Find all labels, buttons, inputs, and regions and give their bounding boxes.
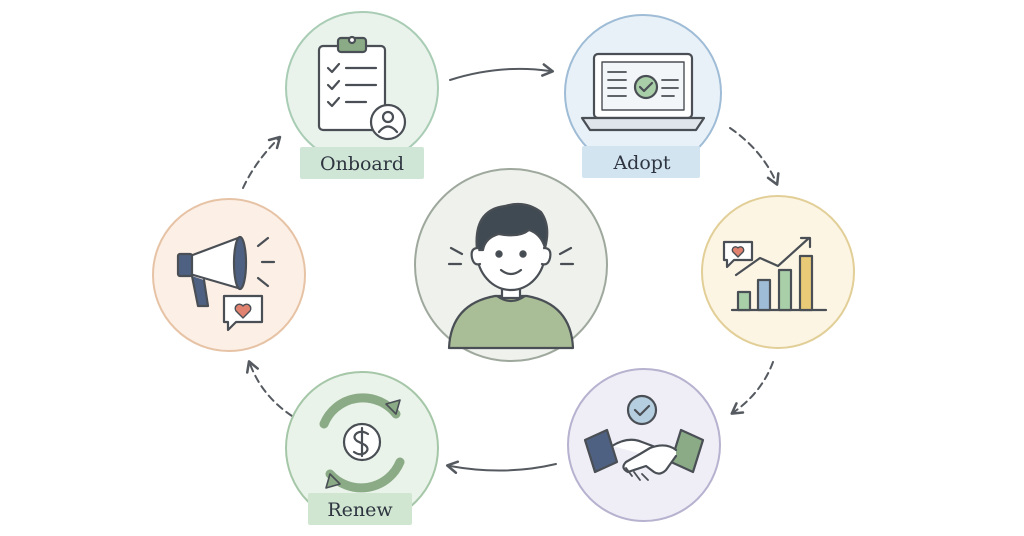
grow-node xyxy=(701,195,855,349)
renew-label: Renew xyxy=(327,499,393,521)
arrow-expand-to-renew xyxy=(445,460,557,475)
adopt-label: Adopt xyxy=(612,152,670,174)
adopt-node: Adopt xyxy=(564,14,722,178)
arrow-renew-to-advocate xyxy=(245,360,293,417)
arrow-grow-to-expand xyxy=(730,361,774,415)
adopt-label-banner xyxy=(582,146,700,178)
clipboard-checklist-icon xyxy=(317,35,407,141)
customer-avatar-icon xyxy=(447,202,575,350)
onboard-label: Onboard xyxy=(320,153,404,175)
cycle-arrows xyxy=(242,63,780,475)
onboard-label-banner xyxy=(300,147,424,179)
dollar-cycle-icon xyxy=(319,393,405,493)
arrow-adopt-to-grow xyxy=(729,127,780,186)
growth-chart-heart-icon xyxy=(722,236,828,312)
arrow-advocate-to-onboard xyxy=(242,135,282,189)
arrow-onboard-to-adopt xyxy=(449,63,555,81)
handshake-icon xyxy=(583,394,705,481)
renew-node: Renew xyxy=(285,371,439,525)
onboard-node: Onboard xyxy=(285,11,439,179)
renew-label-banner xyxy=(308,493,412,525)
expand-node xyxy=(567,368,721,522)
megaphone-heart-icon xyxy=(176,235,276,332)
advocate-node xyxy=(152,198,306,352)
center-node xyxy=(414,168,608,362)
laptop-check-icon xyxy=(580,52,706,132)
